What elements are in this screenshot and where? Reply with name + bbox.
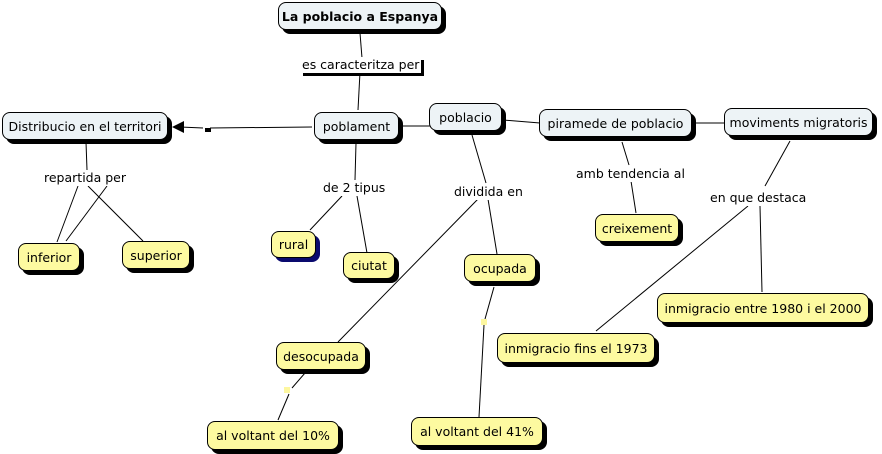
link-dot-41 bbox=[478, 324, 485, 418]
concept-ocupada[interactable]: ocupada bbox=[464, 254, 536, 282]
link-poblament-tipus bbox=[354, 142, 357, 181]
concept-distribucio-label: Distribucio en el territori bbox=[8, 118, 162, 134]
connector-stub bbox=[205, 128, 211, 132]
arrowhead-icon bbox=[172, 121, 184, 133]
link-desocupada-dot bbox=[291, 372, 306, 389]
phrase-amb-tendencia[interactable]: amb tendencia al bbox=[574, 166, 687, 182]
link-moviments-destaca bbox=[764, 140, 791, 187]
concept-inmigracio-1973[interactable]: inmigracio fins el 1973 bbox=[497, 333, 655, 363]
link-poblacio-piramede bbox=[502, 119, 541, 124]
concept-root[interactable]: La poblacio a Espanya bbox=[278, 2, 442, 30]
link-dividida-desocupada bbox=[337, 198, 479, 343]
concept-distribucio[interactable]: Distribucio en el territori bbox=[2, 112, 168, 140]
concept-voltant-41-label: al voltant del 41% bbox=[420, 424, 534, 439]
link-distribucio-repartida bbox=[85, 141, 88, 171]
concept-creixement-label: creixement bbox=[601, 220, 673, 236]
concept-voltant-41[interactable]: al voltant del 41% bbox=[411, 417, 543, 446]
link-repartida-superior bbox=[87, 185, 144, 242]
concept-desocupada-label: desocupada bbox=[283, 348, 359, 364]
phrase-en-que-destaca[interactable]: en que destaca bbox=[708, 190, 809, 206]
concept-ciutat[interactable]: ciutat bbox=[343, 252, 395, 279]
link-tendencia-creixement bbox=[630, 180, 637, 214]
link-destaca-1973 bbox=[595, 205, 749, 332]
concept-inmigracio-1980[interactable]: inmigracio entre 1980 i el 2000 bbox=[657, 293, 869, 323]
concept-poblament-label: poblament bbox=[322, 118, 391, 134]
link-tipus-ciutat bbox=[356, 195, 368, 254]
connector-dot-desocupada bbox=[284, 387, 290, 393]
concept-inferior-label: inferior bbox=[26, 249, 72, 265]
phrase-es-caracteritza[interactable]: es caracteritza per bbox=[300, 57, 422, 73]
concept-moviments[interactable]: moviments migratoris bbox=[724, 108, 873, 136]
concept-desocupada[interactable]: desocupada bbox=[276, 342, 366, 370]
concept-poblament[interactable]: poblament bbox=[314, 112, 399, 140]
concept-voltant-10-label: al voltant del 10% bbox=[216, 428, 330, 443]
phrase-repartida[interactable]: repartida per bbox=[42, 170, 128, 186]
concept-superior[interactable]: superior bbox=[122, 241, 190, 269]
concept-ciutat-label: ciutat bbox=[351, 258, 387, 273]
concept-ocupada-label: ocupada bbox=[473, 260, 527, 276]
concept-root-label: La poblacio a Espanya bbox=[281, 8, 439, 24]
link-ocupada-dot bbox=[484, 286, 495, 320]
connector-dot-ocupada bbox=[481, 319, 487, 325]
concept-inmigracio-1980-label: inmigracio entre 1980 i el 2000 bbox=[664, 300, 862, 316]
phrase-dividida[interactable]: dividida en bbox=[452, 184, 525, 200]
link-repartida-inferior-a bbox=[56, 185, 79, 243]
link-destaca-1980 bbox=[759, 205, 763, 293]
link-dot-10 bbox=[277, 393, 290, 421]
link-root-phrase bbox=[359, 32, 363, 59]
concept-inferior[interactable]: inferior bbox=[18, 243, 80, 271]
concept-rural[interactable]: rural bbox=[271, 231, 316, 258]
concept-creixement[interactable]: creixement bbox=[595, 214, 679, 242]
concept-poblacio[interactable]: poblacio bbox=[429, 103, 502, 131]
concept-superior-label: superior bbox=[130, 247, 182, 263]
link-piramede-tendencia bbox=[621, 141, 630, 166]
link-dividida-ocupada bbox=[487, 198, 498, 255]
phrase-de-2-tipus[interactable]: de 2 tipus bbox=[321, 180, 388, 196]
link-repartida-inferior-b bbox=[65, 185, 108, 242]
link-tipus-rural bbox=[309, 195, 343, 231]
concept-voltant-10[interactable]: al voltant del 10% bbox=[207, 421, 339, 450]
link-poblament-stub bbox=[209, 126, 313, 129]
concept-piramede-label: piramede de poblacio bbox=[547, 115, 684, 131]
concept-rural-label: rural bbox=[278, 237, 309, 252]
concept-poblacio-label: poblacio bbox=[439, 109, 492, 125]
concept-inmigracio-1973-label: inmigracio fins el 1973 bbox=[504, 340, 648, 356]
link-phrase-poblament bbox=[357, 71, 361, 111]
concept-moviments-label: moviments migratoris bbox=[729, 114, 868, 130]
concept-piramede[interactable]: piramede de poblacio bbox=[539, 109, 692, 137]
link-poblacio-dividida bbox=[471, 134, 487, 184]
